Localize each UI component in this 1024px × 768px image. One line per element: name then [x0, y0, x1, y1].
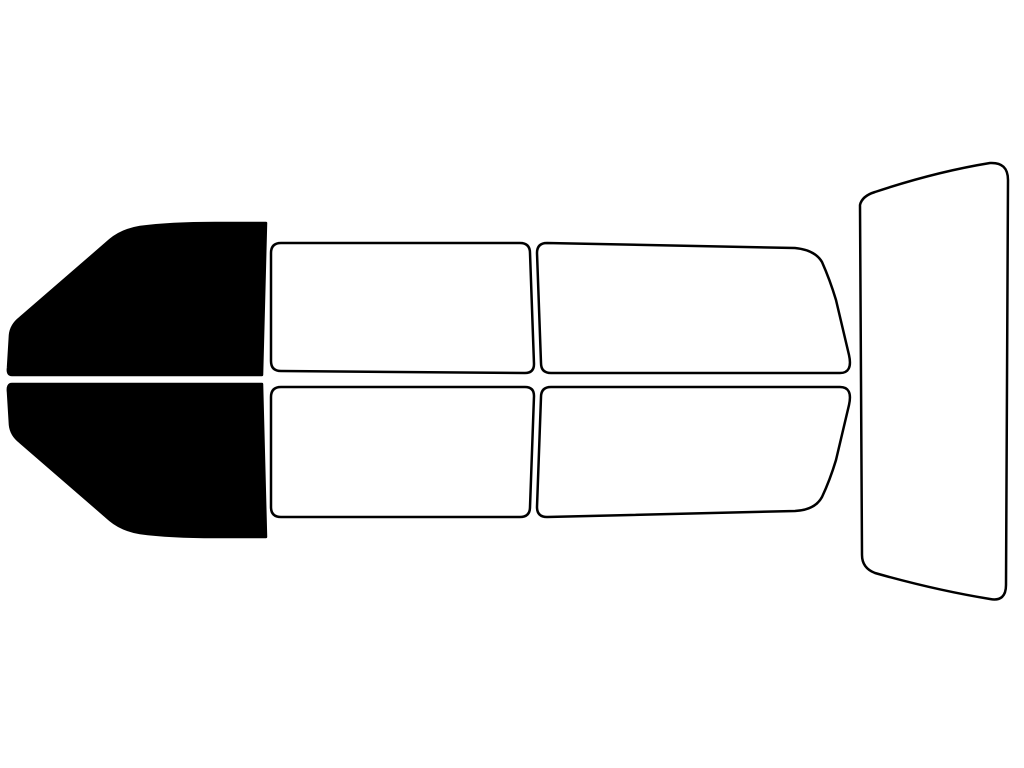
front-window-upper[interactable] [6, 221, 268, 377]
quarter-window-upper[interactable] [535, 241, 852, 375]
front-window-lower[interactable] [6, 382, 268, 539]
quarter-window-lower[interactable] [535, 385, 852, 519]
back-window[interactable] [858, 161, 1010, 601]
rear-door-window-upper[interactable] [269, 241, 536, 375]
rear-door-window-lower[interactable] [269, 385, 536, 519]
